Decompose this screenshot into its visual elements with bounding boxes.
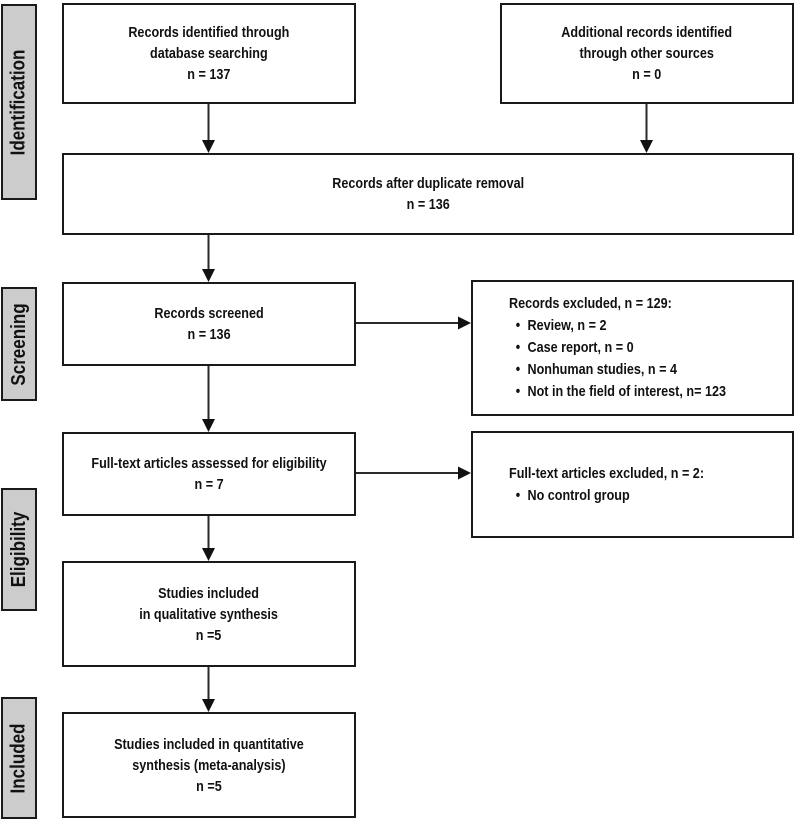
- box-records-excluded-title: Records excluded, n = 129:: [509, 295, 672, 312]
- box-fulltext-assessed-text: Full-text articles assessed for eligibil…: [91, 455, 327, 493]
- box-records-screened-text: Records screened n = 136: [154, 305, 264, 343]
- box-records-identified-other-sources: Additional records identified through ot…: [500, 3, 794, 104]
- box-records-excluded: Records excluded, n = 129: Review, n = 2…: [471, 280, 794, 416]
- list-item: Case report, n = 0: [509, 337, 726, 359]
- arrow-screened-to-fulltext: [202, 366, 215, 432]
- list-item: Nonhuman studies, n = 4: [509, 359, 726, 381]
- box-records-identified-database-text: Records identified through database sear…: [128, 24, 290, 83]
- box-fulltext-excluded-list: No control group: [509, 485, 704, 507]
- list-item: No control group: [509, 485, 704, 507]
- box-records-identified-database: Records identified through database sear…: [62, 3, 356, 104]
- arrow-fulltext-to-ftexcluded: [356, 466, 471, 480]
- box-records-screened: Records screened n = 136: [62, 282, 356, 366]
- box-records-excluded-content: Records excluded, n = 129: Review, n = 2…: [509, 293, 726, 403]
- arrow-qualitative-to-quantitative: [202, 667, 215, 712]
- phase-label-identification: Identification: [1, 4, 37, 200]
- box-quantitative-synthesis: Studies included in quantitative synthes…: [62, 712, 356, 818]
- box-fulltext-assessed: Full-text articles assessed for eligibil…: [62, 432, 356, 516]
- box-fulltext-excluded: Full-text articles excluded, n = 2: No c…: [471, 431, 794, 538]
- phase-label-eligibility: Eligibility: [1, 488, 37, 611]
- arrow-fulltext-to-qualitative: [202, 516, 215, 561]
- arrow-db-to-duplicates: [202, 104, 215, 153]
- phase-label-screening: Screening: [1, 287, 37, 401]
- list-item: Not in the field of interest, n= 123: [509, 381, 726, 403]
- box-quantitative-synthesis-text: Studies included in quantitative synthes…: [114, 735, 304, 795]
- box-qualitative-synthesis: Studies included in qualitative synthesi…: [62, 561, 356, 667]
- phase-label-eligibility-text: Eligibility: [7, 511, 30, 588]
- list-item: Review, n = 2: [509, 315, 726, 337]
- box-fulltext-excluded-title: Full-text articles excluded, n = 2:: [509, 464, 705, 482]
- box-records-identified-other-sources-text: Additional records identified through ot…: [561, 24, 733, 83]
- phase-label-included: Included: [1, 697, 37, 819]
- box-qualitative-synthesis-text: Studies included in qualitative synthesi…: [139, 584, 279, 644]
- arrow-screened-to-excluded: [356, 316, 471, 330]
- phase-label-included-text: Included: [7, 723, 30, 793]
- box-records-after-duplicate-removal-text: Records after duplicate removal n = 136: [332, 175, 524, 213]
- phase-label-screening-text: Screening: [7, 302, 30, 386]
- box-records-after-duplicate-removal: Records after duplicate removal n = 136: [62, 153, 794, 235]
- phase-label-identification-text: Identification: [7, 49, 30, 155]
- box-fulltext-excluded-content: Full-text articles excluded, n = 2: No c…: [509, 463, 704, 507]
- box-records-excluded-list: Review, n = 2 Case report, n = 0 Nonhuma…: [509, 315, 726, 403]
- arrow-other-to-duplicates: [640, 104, 653, 153]
- arrow-duplicates-to-screened: [202, 235, 215, 282]
